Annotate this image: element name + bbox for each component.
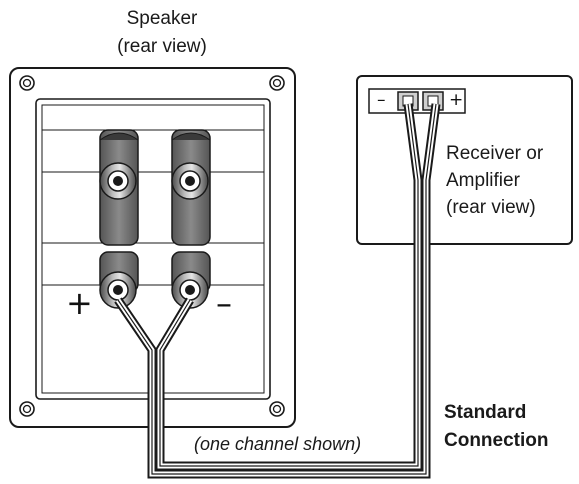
caption-title-line2: Connection <box>444 430 549 451</box>
screw-top-left-icon <box>19 75 35 91</box>
speaker-wire <box>114 103 441 479</box>
screw-bottom-left-icon <box>19 401 35 417</box>
receiver-label-line1: Receiver or <box>446 143 544 164</box>
speaker-subtitle: (rear view) <box>117 36 207 57</box>
negative-binding-post-icon <box>171 129 211 309</box>
caption-note: (one channel shown) <box>194 434 362 454</box>
speaker-minus-label: – <box>216 284 232 322</box>
speaker-rear-panel <box>9 67 296 428</box>
receiver-label-line2: Amplifier <box>446 170 520 191</box>
caption-title-line1: Standard <box>444 402 527 423</box>
positive-binding-post-icon <box>99 129 139 309</box>
screw-bottom-right-icon <box>269 401 285 417</box>
speaker-title: Speaker <box>126 8 198 29</box>
receiver-minus-label: – <box>377 90 386 110</box>
receiver-label-line3: (rear view) <box>446 197 536 218</box>
receiver-plus-label: + <box>449 90 464 110</box>
speaker-plus-label: + <box>66 284 93 322</box>
screw-top-right-icon <box>269 75 285 91</box>
